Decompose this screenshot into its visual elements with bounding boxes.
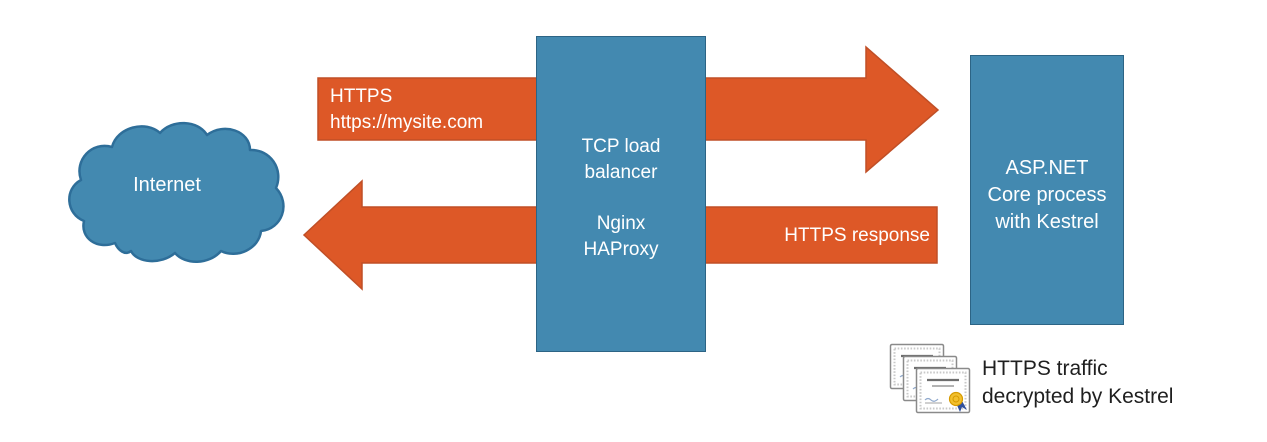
certificates-icon: [889, 343, 971, 414]
load-balancer-name: TCP load balancer: [581, 135, 661, 183]
server-name-line3: with Kestrel: [995, 210, 1099, 233]
load-balancer-tech-haproxy: HAProxy: [583, 238, 659, 260]
load-balancer-box: TCP load balancer Nginx HAProxy: [536, 36, 706, 352]
caption-line2: decrypted by Kestrel: [982, 385, 1174, 408]
server-box: ASP.NET Core process with Kestrel: [970, 55, 1124, 325]
request-url-text: https://mysite.com: [330, 112, 484, 133]
request-protocol-text: HTTPS: [330, 86, 393, 107]
response-arrow-label: HTTPS response: [784, 225, 930, 246]
caption: HTTPS traffic decrypted by Kestrel: [982, 355, 1212, 411]
server-name-line1: ASP.NET: [1005, 156, 1089, 179]
certificate-front-icon: [915, 367, 971, 414]
caption-line1: HTTPS traffic: [982, 357, 1108, 380]
load-balancer-tech-nginx: Nginx: [596, 212, 646, 234]
request-arrow-label: HTTPS https://mysite.com: [330, 84, 483, 136]
cloud-label: Internet: [133, 174, 201, 196]
seal-icon: [948, 391, 964, 407]
internet-cloud-shape: [68, 121, 285, 263]
server-name-line2: Core process: [987, 183, 1107, 206]
